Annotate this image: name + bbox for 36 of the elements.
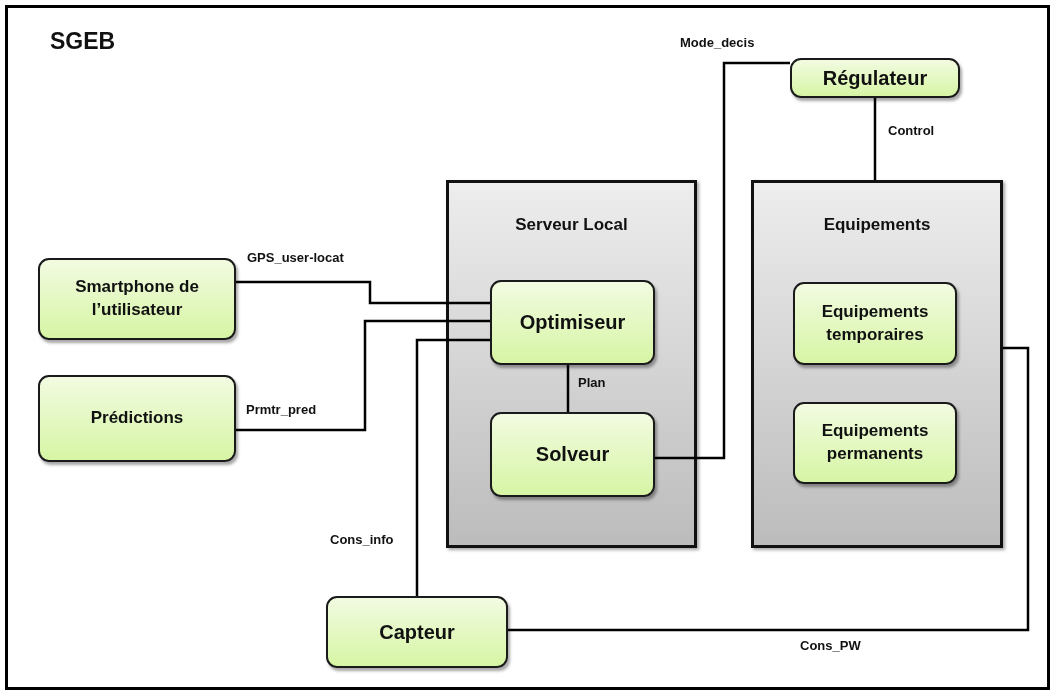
connector-line [236, 319, 490, 432]
process-box [490, 412, 655, 497]
connector-line [566, 365, 570, 412]
edge-label: Cons_PW [800, 638, 861, 653]
process-box [490, 280, 655, 365]
process-box [793, 282, 957, 365]
process-box [38, 258, 236, 340]
process-box [793, 402, 957, 484]
frame-heading: SGEB [50, 28, 116, 55]
group-heading: Equipements [822, 215, 932, 235]
group-panel [751, 180, 1003, 548]
edge-label: Prmtr_pred [246, 402, 317, 417]
box-label: Prédictions [89, 407, 185, 430]
process-box [326, 596, 508, 668]
connector-line [415, 338, 490, 596]
process-box [790, 58, 960, 98]
box-label: Smartphone de l’utilisateur [74, 276, 200, 321]
edge-label: Control [888, 123, 935, 138]
edge-label: Cons_info [330, 532, 394, 547]
group-heading: Serveur Local [514, 215, 629, 235]
connector-line [236, 280, 490, 305]
box-label: Régulateur [821, 65, 929, 91]
process-box [38, 375, 236, 462]
diagram-frame [5, 5, 1050, 690]
connector-line [508, 346, 1030, 632]
edge-label: GPS_user-locat [247, 250, 344, 265]
box-label: Optimiseur [518, 310, 627, 335]
box-label: Equipements permanents [820, 420, 930, 465]
connector-line [655, 61, 790, 460]
box-label: Equipements temporaires [820, 300, 930, 346]
box-label: Capteur [378, 619, 456, 645]
edge-label: Mode_decis [680, 35, 755, 50]
box-label: Solveur [534, 442, 611, 467]
connector-line [873, 98, 877, 180]
edge-label: Plan [578, 375, 606, 390]
group-panel [446, 180, 697, 548]
